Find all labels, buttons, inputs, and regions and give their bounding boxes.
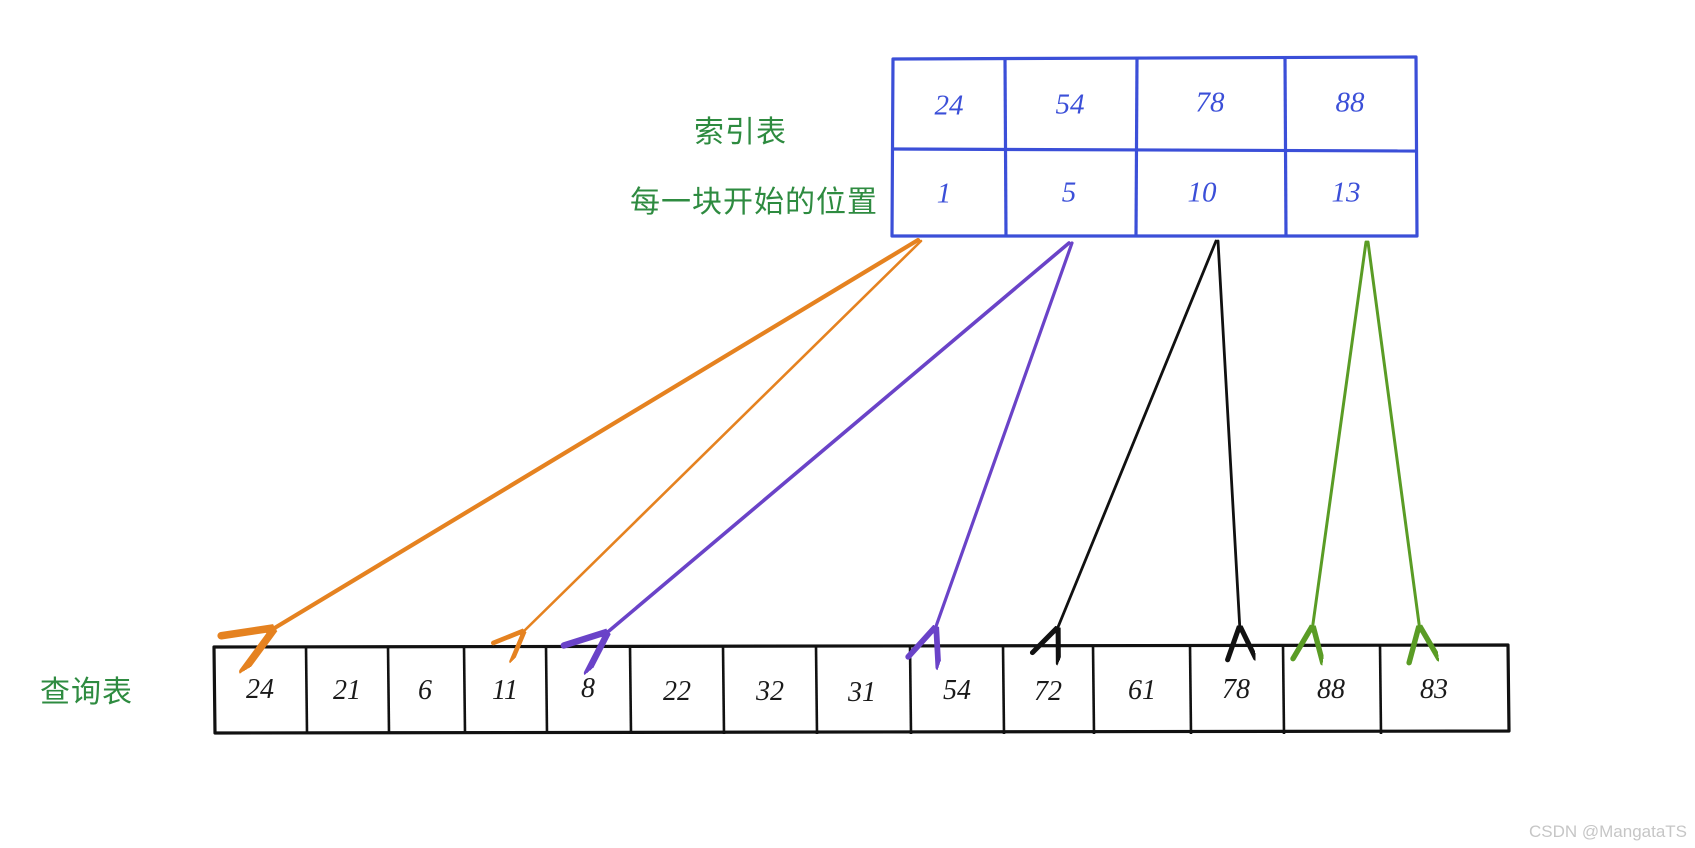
index-table-cell-start-2: 10 (1187, 176, 1217, 209)
query-table-cell-12: 88 (1317, 674, 1345, 705)
query-table-cell-5: 22 (663, 676, 691, 707)
query-table-cell-6: 32 (756, 676, 784, 707)
query-table-cell-7: 31 (848, 677, 876, 708)
arrow-block-3-end (1216, 239, 1240, 631)
label-block-start-position: 每一块开始的位置 (630, 186, 878, 219)
arrow-block-1-start (268, 237, 921, 632)
index-table-cell-start-3: 13 (1331, 176, 1361, 209)
query-table-cell-1: 21 (333, 675, 361, 706)
query-table-cell-8: 54 (943, 675, 971, 706)
query-table-cell-0: 24 (246, 674, 274, 705)
arrow-block-4-start (1312, 240, 1368, 631)
arrow-block-2-end (934, 241, 1074, 632)
arrow-block-3-start (1056, 239, 1218, 632)
index-table-cell-max-0: 24 (934, 89, 964, 122)
label-index-table: 索引表 (694, 116, 787, 149)
query-table-cell-10: 61 (1128, 675, 1156, 706)
query-table-cell-13: 83 (1420, 674, 1448, 705)
index-table-cell-start-1: 5 (1061, 176, 1077, 209)
query-table-cell-3: 11 (492, 675, 518, 706)
query-table-cell-11: 78 (1222, 674, 1250, 705)
watermark: CSDN @MangataTS (1528, 822, 1687, 841)
index-table-cell-max-2: 78 (1195, 86, 1225, 119)
index-table-cell-max-1: 54 (1055, 88, 1085, 121)
index-table (890, 55, 1419, 238)
query-table-cell-2: 6 (418, 675, 432, 706)
index-table-cell-max-3: 88 (1335, 86, 1365, 119)
arrow-block-1-end (521, 239, 923, 634)
index-table-cell-start-0: 1 (936, 177, 952, 210)
query-table-cell-9: 72 (1034, 676, 1062, 707)
query-table (212, 643, 1511, 735)
query-table-cell-4: 8 (581, 673, 595, 704)
arrow-block-4-end (1366, 240, 1420, 631)
label-query-table: 查询表 (40, 676, 133, 709)
arrow-block-2-start (603, 241, 1071, 636)
